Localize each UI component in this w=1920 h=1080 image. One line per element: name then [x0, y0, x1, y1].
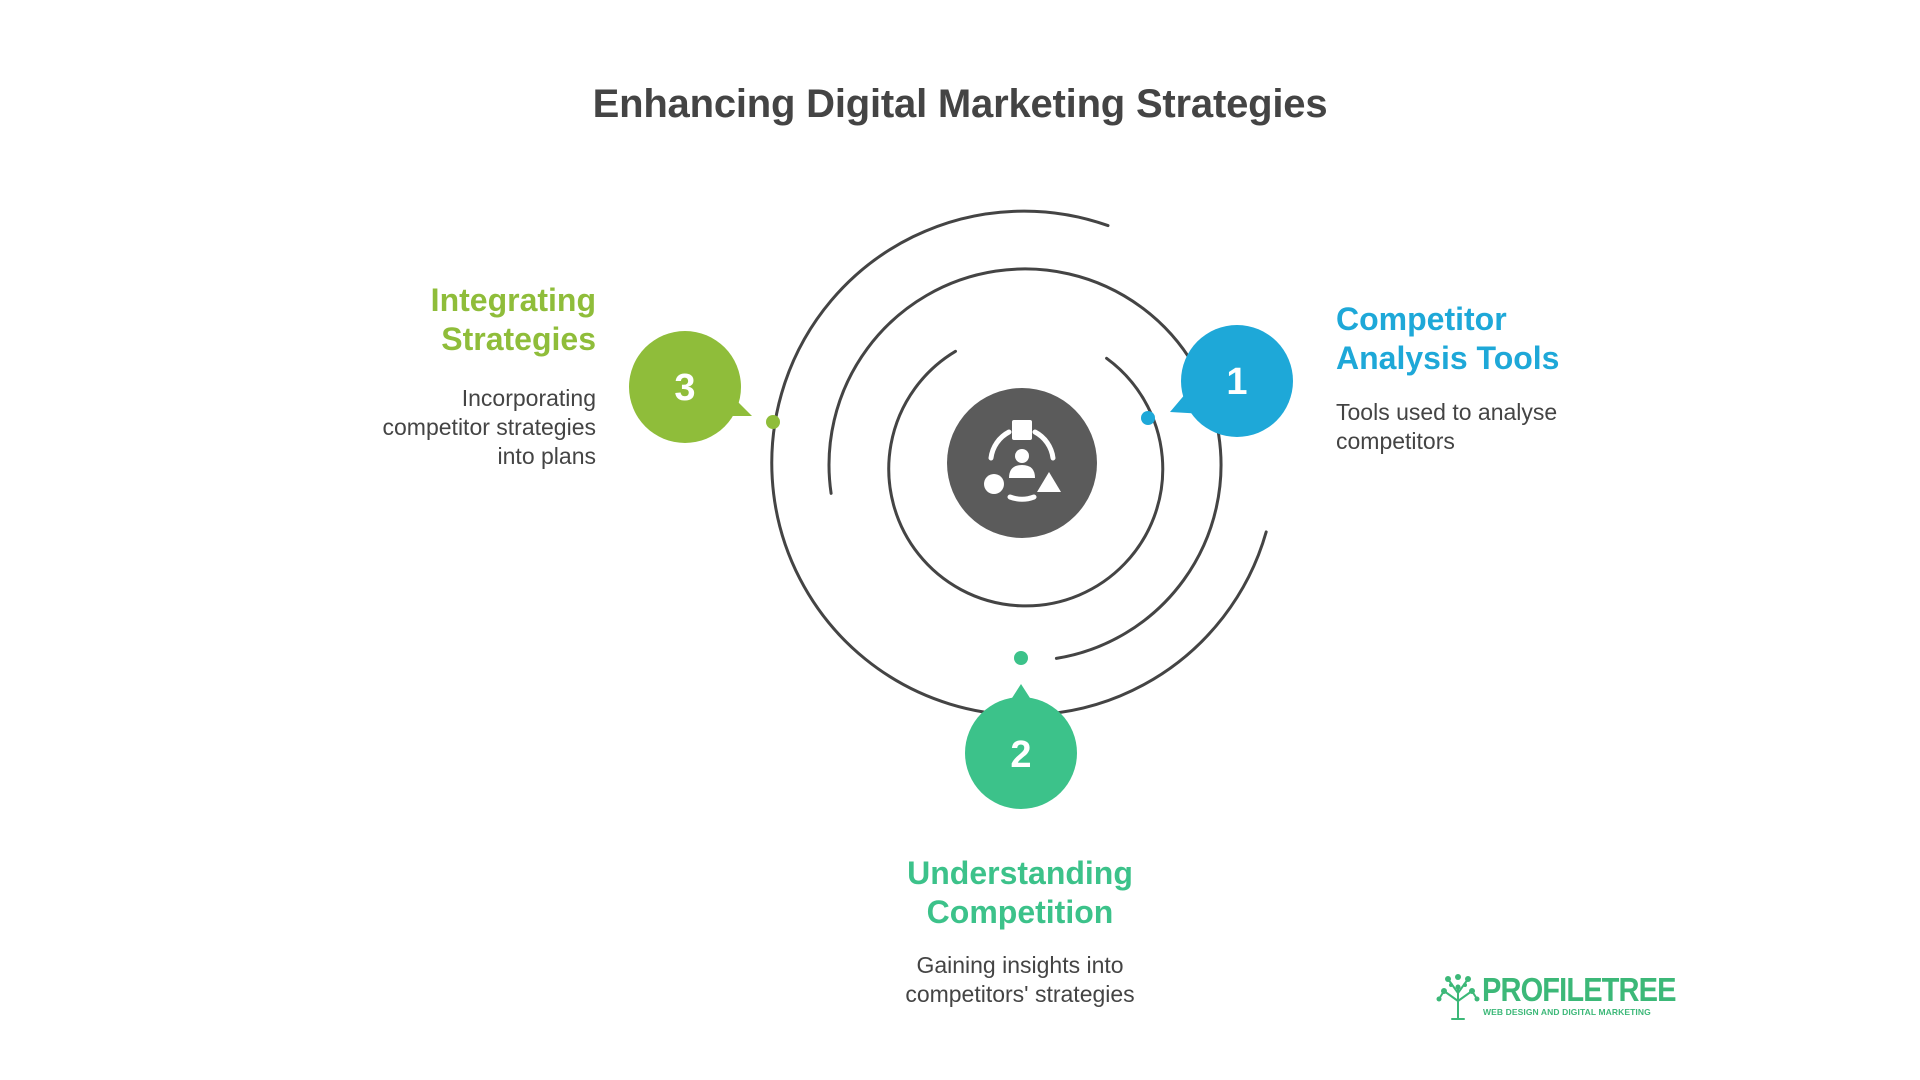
step-1-connector-dot: [1141, 411, 1155, 425]
step-3-bubble: 3: [629, 331, 752, 443]
step-3-title: Integrating Strategies: [430, 282, 596, 357]
outer-ring-arc: [770, 209, 1268, 717]
tree-network-icon: [1436, 974, 1480, 1020]
step-3-description: Incorporating competitor strategies into…: [382, 385, 596, 469]
step-2-description: Gaining insights into competitors' strat…: [905, 952, 1135, 1007]
diagram-title: Enhancing Digital Marketing Strategies: [592, 82, 1328, 126]
step-3-connector-dot: [766, 415, 780, 429]
people-shapes-cycle-icon: [984, 420, 1061, 502]
step-3-number: 3: [674, 367, 695, 409]
step-1-number: 1: [1226, 361, 1247, 403]
step-2-connector-dot: [1014, 651, 1028, 665]
center-hub: [947, 388, 1097, 538]
logo-wordmark: PROFILETREE: [1482, 971, 1677, 1008]
step-1-description: Tools used to analyse competitors: [1336, 399, 1558, 454]
step-2-number: 2: [1010, 734, 1031, 776]
profiletree-logo: PROFILETREE WEB DESIGN AND DIGITAL MARKE…: [1436, 971, 1677, 1021]
middle-ring-arc: [827, 267, 1223, 660]
logo-tagline: WEB DESIGN AND DIGITAL MARKETING: [1483, 1007, 1651, 1017]
step-1-title: Competitor Analysis Tools: [1336, 301, 1560, 376]
inner-ring-arc: [887, 349, 1165, 608]
step-2-bubble: 2: [965, 684, 1077, 809]
step-1-bubble: 1: [1170, 325, 1293, 437]
step-2-title: Understanding Competition: [907, 855, 1133, 930]
